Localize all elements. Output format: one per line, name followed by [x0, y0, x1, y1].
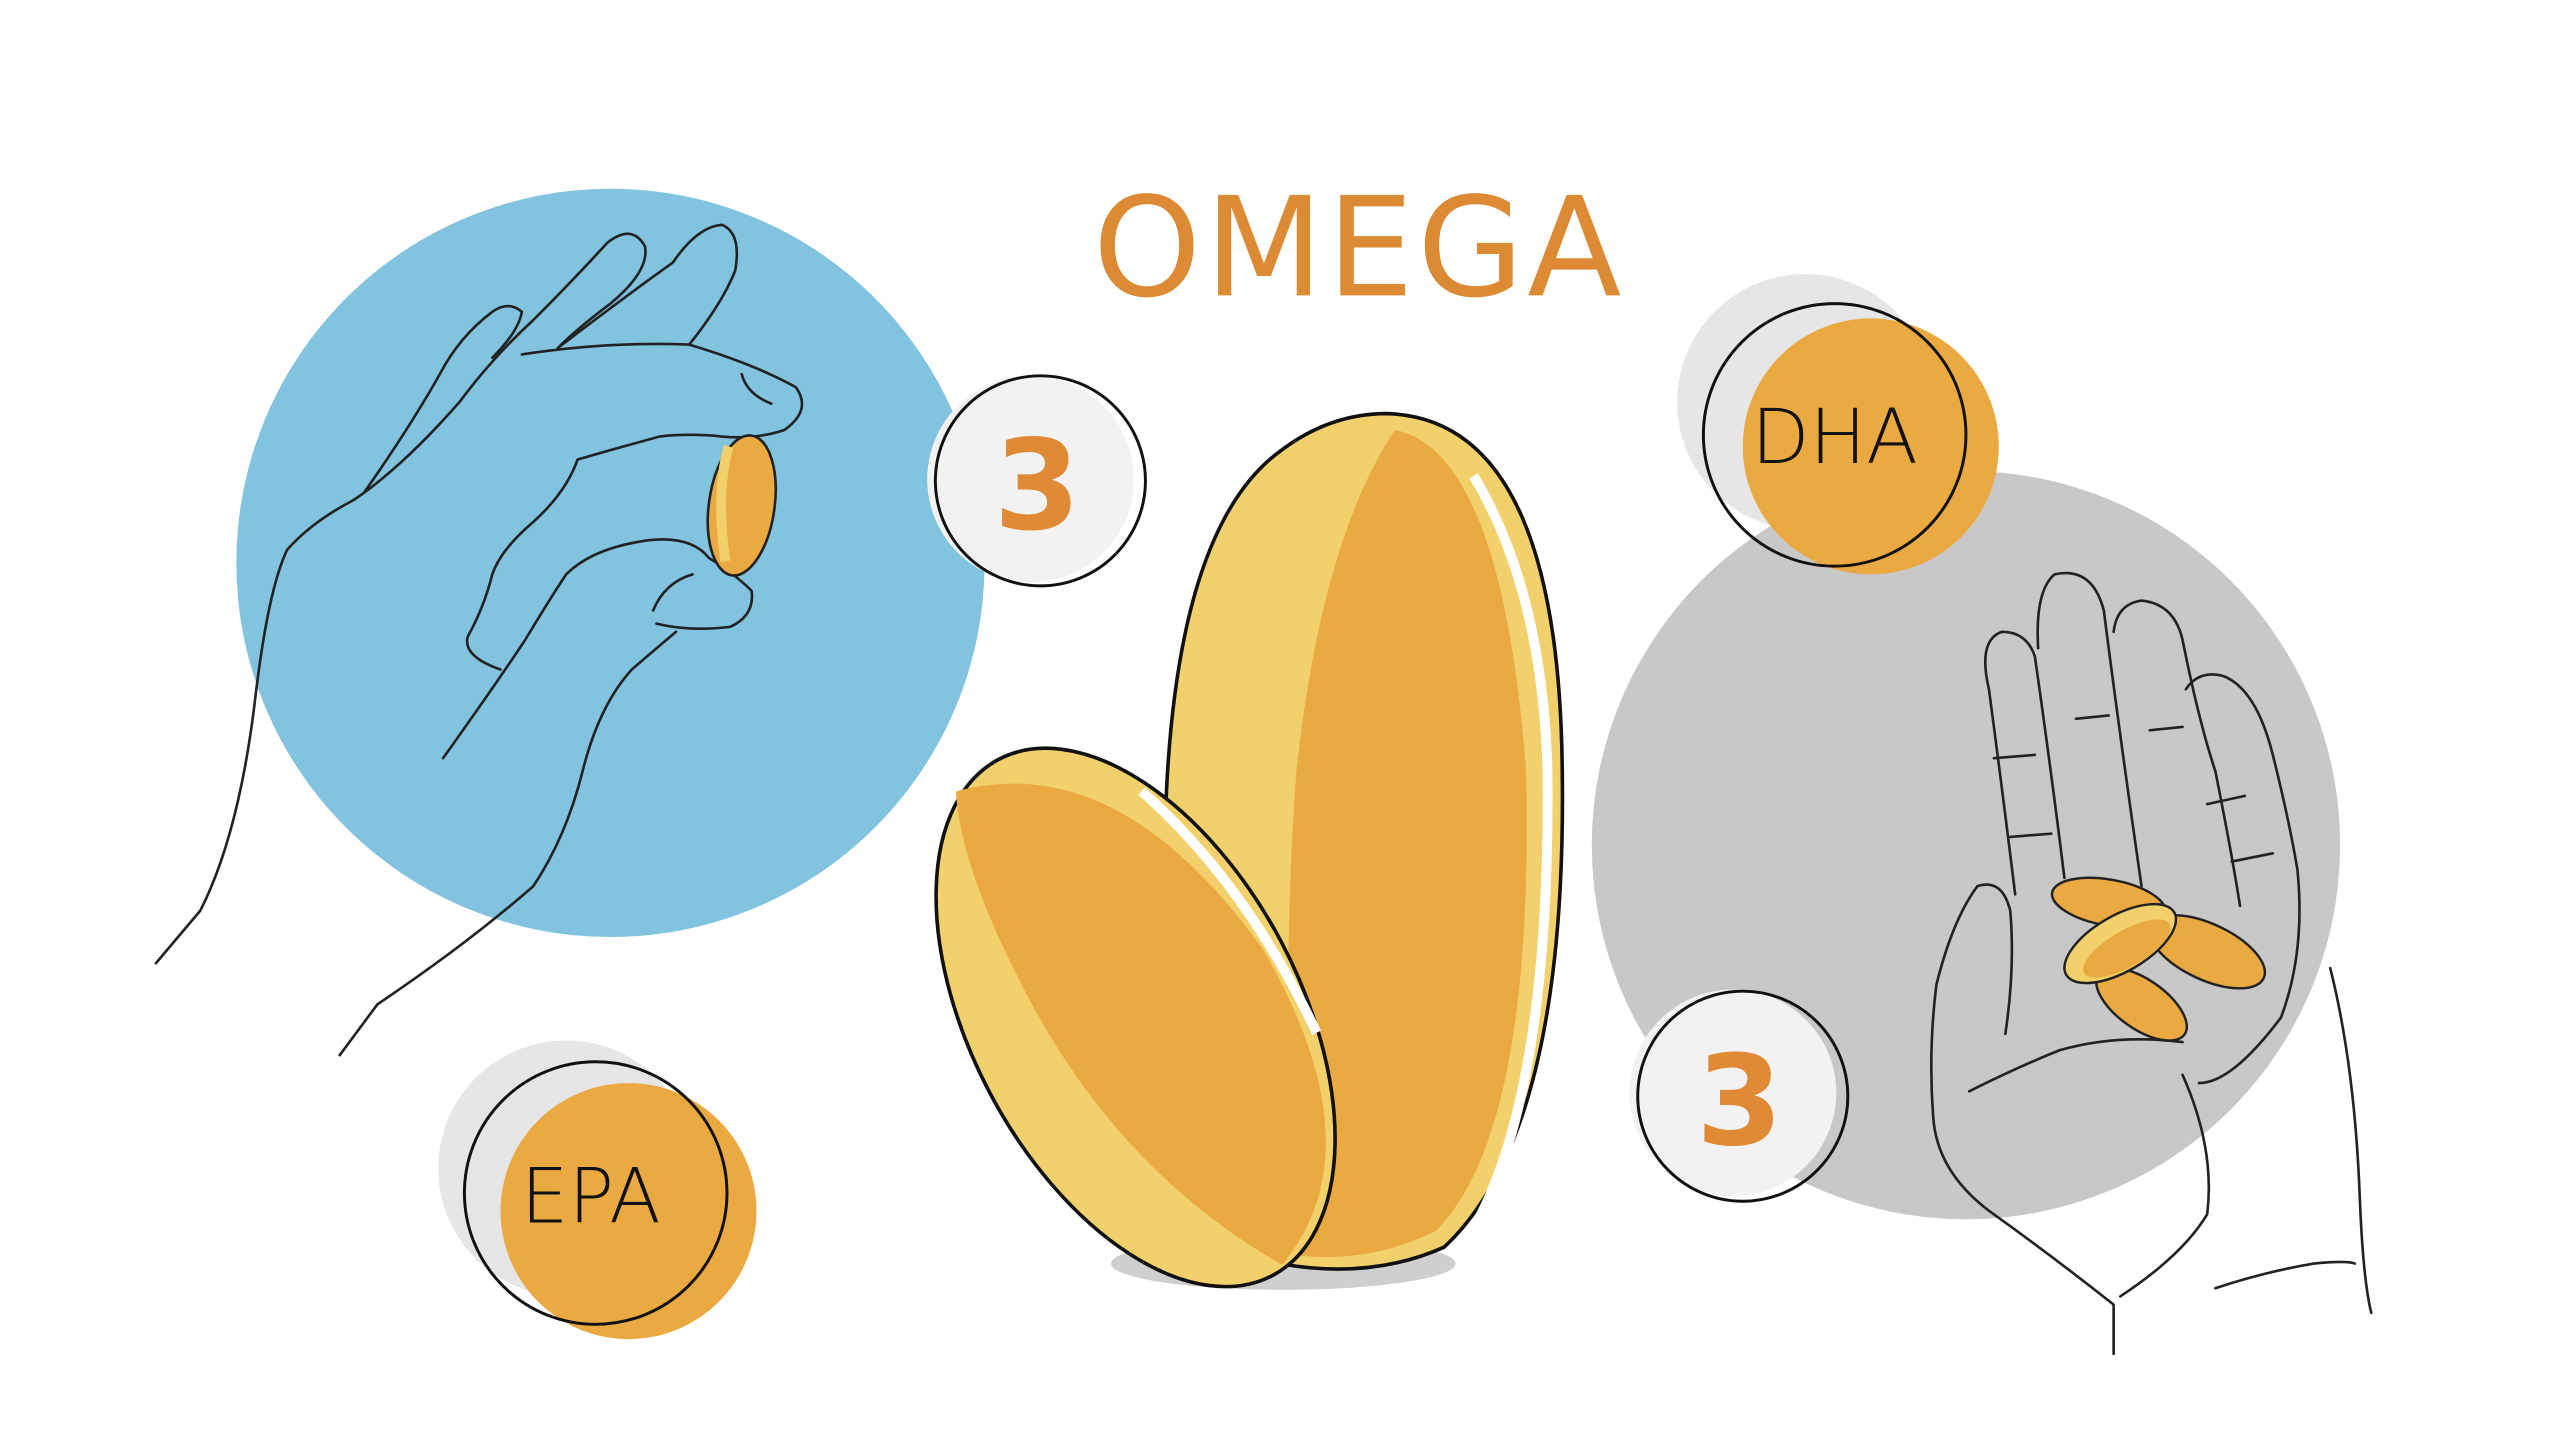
page-title: OMEGA	[1093, 167, 1625, 328]
small-capsule	[934, 746, 1337, 1289]
dha-label: DHA	[1751, 393, 1918, 481]
right-hand-drawing	[1929, 571, 2373, 1356]
omega-three-badge-right: 3	[1629, 989, 1850, 1203]
epa-badge: EPA	[438, 1040, 757, 1340]
palm-capsules	[2050, 876, 2267, 1042]
badge-number: 3	[1696, 1029, 1783, 1174]
blue-circle	[236, 188, 985, 938]
epa-label: EPA	[521, 1153, 661, 1241]
omega-three-badge-left: 3	[927, 374, 1147, 588]
badge-number: 3	[994, 413, 1081, 558]
dha-badge: DHA	[1677, 274, 1999, 575]
left-hand-drawing	[154, 223, 804, 1057]
